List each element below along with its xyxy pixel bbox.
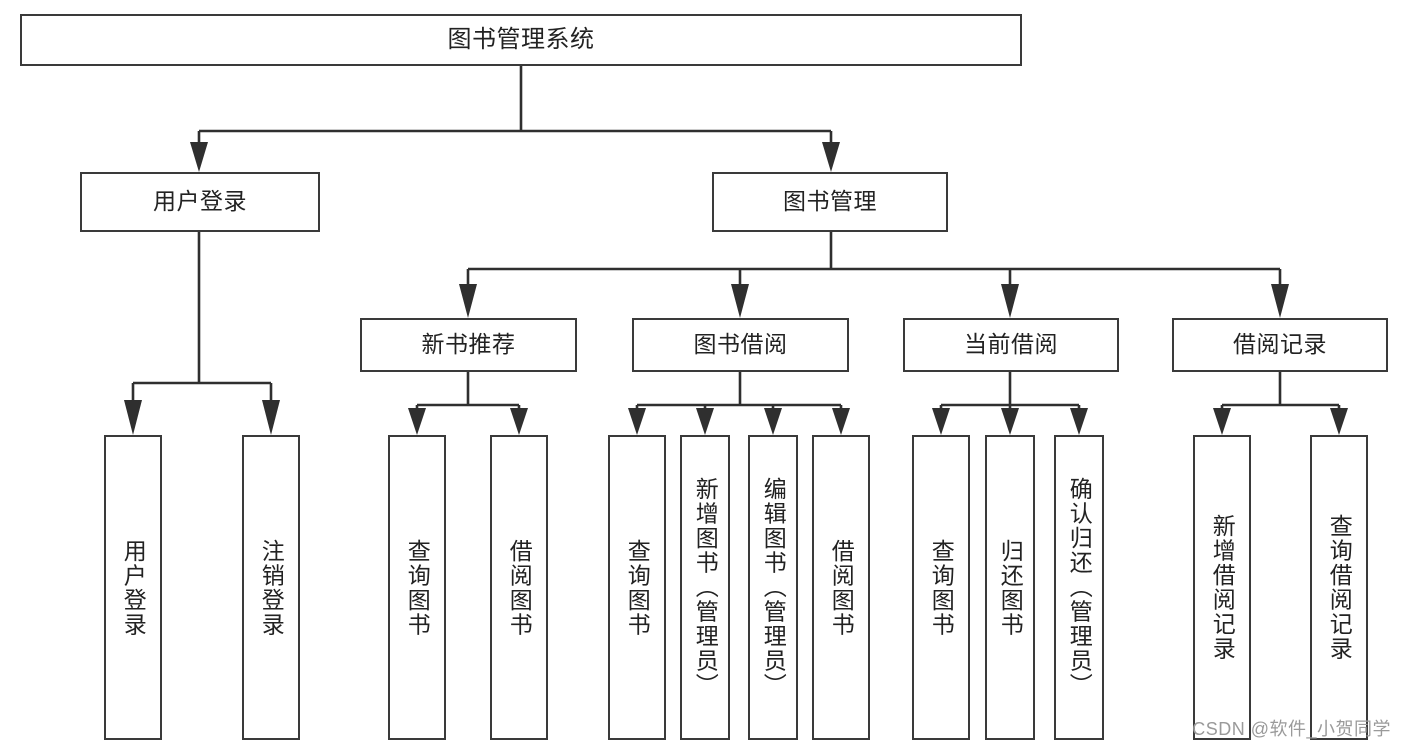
watermark-text: CSDN @软件_小贺同学 [1192, 719, 1391, 739]
leaf-newbook-query-book[interactable]: 查询图书 [388, 435, 446, 740]
leaf-bookborrow-edit-book-label: 编辑图书（管理员） [760, 477, 787, 698]
arrowhead-newbook-query [408, 408, 426, 435]
leaf-newbook-query-book-label: 查询图书 [404, 538, 431, 637]
node-borrow-record-label: 借阅记录 [1233, 331, 1327, 358]
arrowhead-currentborrow [1001, 284, 1019, 318]
leaf-user-login[interactable]: 用户登录 [104, 435, 162, 740]
leaf-currentborrow-return-book-label: 归还图书 [997, 538, 1024, 637]
node-user-login-label: 用户登录 [153, 188, 247, 215]
node-current-borrow-label: 当前借阅 [964, 331, 1058, 358]
arrowhead-cb-return [1001, 408, 1019, 435]
leaf-bookborrow-query-book[interactable]: 查询图书 [608, 435, 666, 740]
node-root-system-label: 图书管理系统 [447, 25, 595, 53]
leaf-currentborrow-confirm-return-label: 确认归还（管理员） [1066, 477, 1093, 698]
arrowhead-bb-add [696, 408, 714, 435]
leaf-bookborrow-borrow-book-label: 借阅图书 [828, 538, 855, 637]
node-new-book-recommend[interactable]: 新书推荐 [360, 318, 577, 372]
leaf-currentborrow-return-book[interactable]: 归还图书 [985, 435, 1035, 740]
leaf-currentborrow-confirm-return[interactable]: 确认归还（管理员） [1054, 435, 1104, 740]
arrowhead-cb-query [932, 408, 950, 435]
node-book-management[interactable]: 图书管理 [712, 172, 948, 232]
leaf-bookborrow-add-book[interactable]: 新增图书（管理员） [680, 435, 730, 740]
arrowhead-bb-borrow [832, 408, 850, 435]
arrowhead-bb-query [628, 408, 646, 435]
leaf-user-logout-label: 注销登录 [258, 538, 285, 637]
node-new-book-recommend-label: 新书推荐 [421, 331, 516, 358]
leaf-bookborrow-query-book-label: 查询图书 [624, 538, 651, 637]
leaf-newbook-borrow-book-label: 借阅图书 [506, 538, 533, 637]
arrowhead-newbook-borrow [510, 408, 528, 435]
arrowhead-userlogin [190, 142, 208, 172]
leaf-user-logout[interactable]: 注销登录 [242, 435, 300, 740]
arrowhead-newbook [459, 284, 477, 318]
leaf-newbook-borrow-book[interactable]: 借阅图书 [490, 435, 548, 740]
arrowhead-bookmgmt [822, 142, 840, 172]
arrowhead-cb-confirm [1070, 408, 1088, 435]
node-user-login[interactable]: 用户登录 [80, 172, 320, 232]
leaf-borrowrecord-query-record-label: 查询借阅记录 [1326, 514, 1353, 661]
node-book-borrow-label: 图书借阅 [693, 331, 788, 358]
node-book-management-label: 图书管理 [783, 188, 877, 215]
leaf-currentborrow-query-book[interactable]: 查询图书 [912, 435, 970, 740]
leaf-user-login-label: 用户登录 [120, 538, 147, 637]
arrowhead-leaf-user-logout [262, 400, 280, 435]
arrowhead-bb-edit [764, 408, 782, 435]
arrowhead-br-add [1213, 408, 1231, 435]
arrowhead-borrowrecord [1271, 284, 1289, 318]
arrowhead-br-query [1330, 408, 1348, 435]
arrowhead-leaf-user-login [124, 400, 142, 435]
leaf-borrowrecord-add-record-label: 新增借阅记录 [1209, 514, 1236, 661]
leaf-bookborrow-add-book-label: 新增图书（管理员） [692, 477, 719, 698]
node-book-borrow[interactable]: 图书借阅 [632, 318, 849, 372]
leaf-borrowrecord-query-record[interactable]: 查询借阅记录 [1310, 435, 1368, 740]
arrowhead-bookborrow [731, 284, 749, 318]
node-root-system[interactable]: 图书管理系统 [20, 14, 1022, 66]
leaf-currentborrow-query-book-label: 查询图书 [928, 538, 955, 637]
node-borrow-record[interactable]: 借阅记录 [1172, 318, 1388, 372]
leaf-bookborrow-edit-book[interactable]: 编辑图书（管理员） [748, 435, 798, 740]
leaf-borrowrecord-add-record[interactable]: 新增借阅记录 [1193, 435, 1251, 740]
leaf-bookborrow-borrow-book[interactable]: 借阅图书 [812, 435, 870, 740]
node-current-borrow[interactable]: 当前借阅 [903, 318, 1119, 372]
